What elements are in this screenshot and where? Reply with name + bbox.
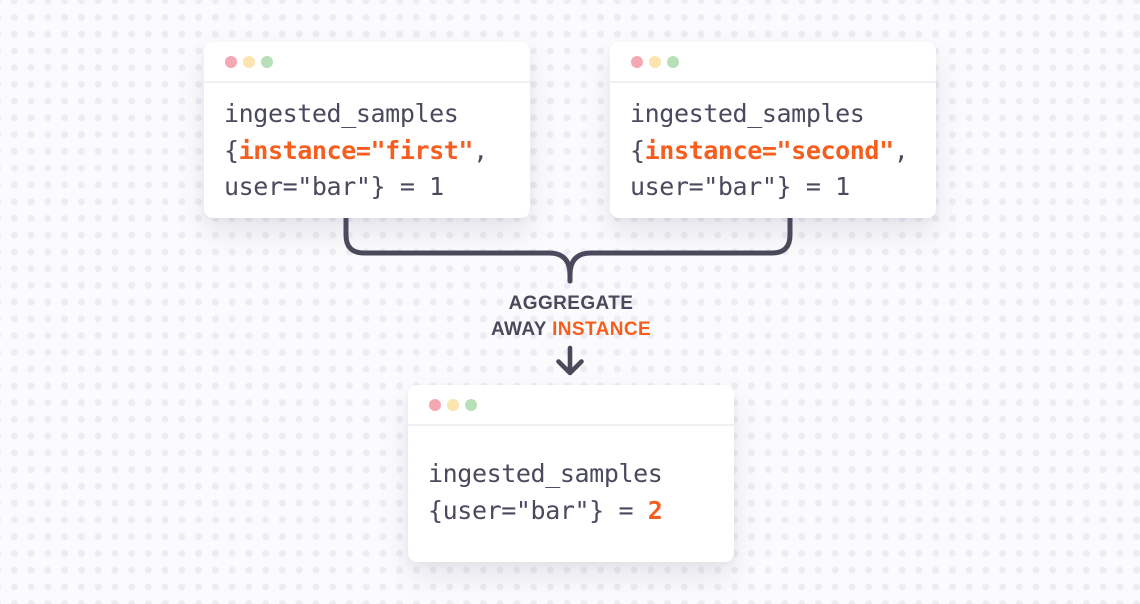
window-titlebar bbox=[408, 385, 734, 426]
metric-name: ingested_samples bbox=[428, 459, 663, 488]
code-line: ingested_samples bbox=[630, 96, 916, 133]
code-window-aggregated-result: ingested_samples {user="bar"} = 2 bbox=[408, 385, 734, 562]
window-titlebar bbox=[204, 42, 530, 83]
window-dot-green-icon bbox=[261, 55, 273, 68]
metric-name: ingested_samples bbox=[630, 99, 865, 128]
merge-line-left bbox=[343, 213, 573, 284]
window-dot-yellow-icon bbox=[649, 55, 661, 68]
code-window-second-instance: ingested_samples {instance="second", use… bbox=[610, 42, 936, 218]
code-line: ingested_samples bbox=[428, 456, 714, 493]
metric-name: ingested_samples bbox=[224, 99, 459, 128]
merge-line-right bbox=[567, 213, 793, 284]
window-dot-red-icon bbox=[429, 398, 441, 411]
code-line: ingested_samples bbox=[224, 96, 510, 133]
code-line: {instance="second", bbox=[630, 133, 916, 170]
window-dot-yellow-icon bbox=[447, 398, 459, 411]
user-label-and-value: user="bar"} = 1 bbox=[630, 172, 850, 201]
window-dot-green-icon bbox=[465, 398, 477, 411]
comma: , bbox=[893, 135, 909, 165]
brace: { bbox=[224, 135, 239, 165]
code-line: {user="bar"} = 2 bbox=[428, 493, 714, 530]
window-titlebar bbox=[610, 42, 936, 83]
instance-label-highlight: instance="second" bbox=[644, 135, 894, 165]
window-dot-green-icon bbox=[667, 55, 679, 68]
result-value-highlight: 2 bbox=[647, 495, 663, 525]
window-dot-yellow-icon bbox=[243, 55, 255, 68]
code-line: {instance="first", bbox=[224, 133, 510, 170]
code-block: ingested_samples {instance="first", user… bbox=[204, 83, 530, 206]
aggregate-label-line1: AGGREGATE bbox=[508, 293, 634, 314]
down-arrow-icon bbox=[556, 345, 584, 376]
code-block: ingested_samples {user="bar"} = 2 bbox=[408, 426, 734, 529]
user-label-and-value: user="bar"} = 1 bbox=[224, 172, 444, 201]
instance-text-highlight: INSTANCE bbox=[552, 319, 652, 340]
code-block: ingested_samples {instance="second", use… bbox=[610, 83, 936, 206]
window-dot-red-icon bbox=[225, 55, 237, 68]
aggregate-label-line2: AWAY INSTANCE bbox=[421, 317, 721, 343]
window-dot-red-icon bbox=[631, 55, 643, 68]
comma: , bbox=[473, 135, 488, 165]
code-window-first-instance: ingested_samples {instance="first", user… bbox=[204, 42, 530, 218]
instance-label-highlight: instance="first" bbox=[238, 135, 474, 165]
aggregate-away-instance-label: AGGREGATE AWAY INSTANCE bbox=[421, 291, 721, 343]
code-line: user="bar"} = 1 bbox=[224, 169, 510, 206]
code-line: user="bar"} = 1 bbox=[630, 169, 916, 206]
user-label: {user="bar"} = bbox=[428, 495, 648, 525]
brace: { bbox=[630, 135, 645, 165]
away-text: AWAY bbox=[490, 319, 553, 340]
